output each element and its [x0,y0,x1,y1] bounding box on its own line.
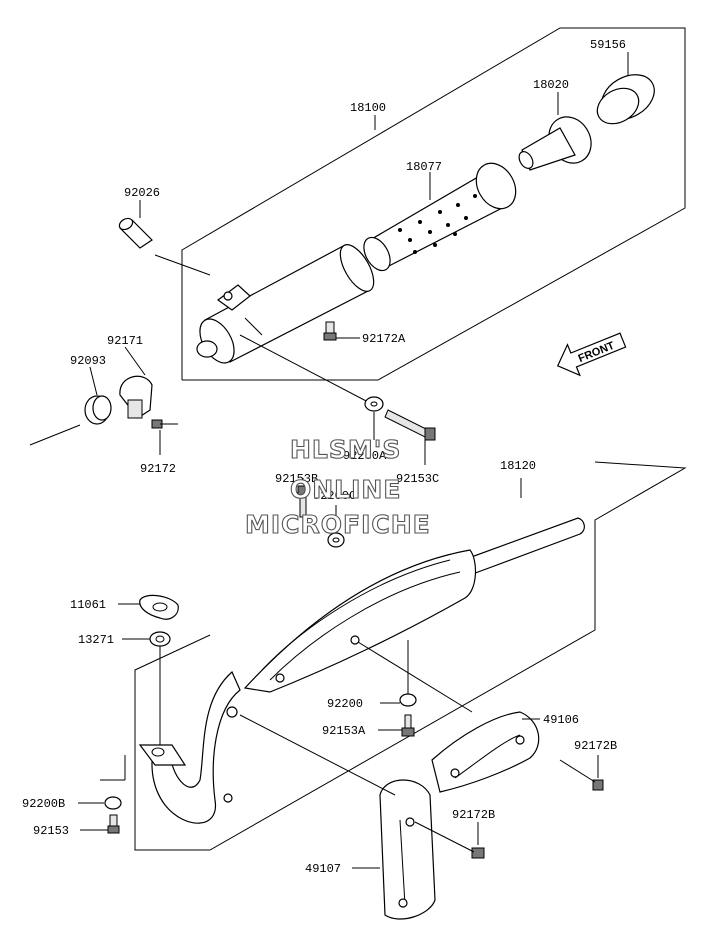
label-92200: 92200 [327,697,363,711]
part-18120-exhaust-pipe[interactable] [138,517,585,824]
label-92172B-lower: 92172B [452,808,495,822]
watermark-line-2: ONLINE [290,475,401,504]
part-92200-washer[interactable] [380,640,417,707]
part-92200B-washer[interactable] [78,796,122,810]
part-49107-heat-guard[interactable] [352,779,436,920]
label-92153C: 92153C [396,472,439,486]
part-92171-clamp[interactable] [119,346,153,419]
part-49106-heat-guard[interactable] [431,711,540,793]
label-11061: 11061 [70,598,106,612]
part-92026-collar[interactable] [117,200,153,249]
label-92153B: 92153B [275,472,318,486]
part-18077-perforated-core[interactable] [358,156,523,275]
label-92200C: 92200C [313,489,356,503]
part-59156-end-cap[interactable] [591,52,662,131]
muffler-leader-lines [154,254,371,404]
label-92200A: 92200A [343,449,387,463]
label-13271: 13271 [78,633,114,647]
label-18120: 18120 [500,459,536,473]
label-18100: 18100 [350,101,386,115]
label-18077: 18077 [406,160,442,174]
muffler-assembly-frame [181,27,686,381]
part-13271-ring[interactable] [122,631,171,745]
label-92172: 92172 [140,462,176,476]
lower-guard-leader [239,714,396,796]
label-92093: 92093 [70,354,106,368]
part-92153C-bolt[interactable] [384,409,436,465]
part-92153B-bolt[interactable] [297,478,309,518]
exhaust-pipe-frame [100,461,687,851]
label-92026: 92026 [124,186,160,200]
part-92153-bolt[interactable] [80,814,120,834]
label-92171: 92171 [107,334,143,348]
part-18100-muffler-body[interactable] [193,239,381,368]
part-11061-gasket[interactable] [118,594,179,620]
part-18020-tail-pipe[interactable] [516,92,599,171]
part-92172B-lower-screw[interactable] [414,821,485,859]
part-92172-screw[interactable] [151,419,178,455]
watermark: HLSM'S ONLINE MICROFICHE [244,434,431,539]
label-49106: 49106 [543,713,579,727]
part-92153A-bolt[interactable] [378,714,415,737]
part-92172A-bolt[interactable] [323,321,360,341]
part-92093-grommet[interactable] [84,366,112,425]
label-92200B: 92200B [22,797,65,811]
label-92153: 92153 [33,824,69,838]
label-92172B-upper: 92172B [574,739,617,753]
part-number-labels: 59156 18020 18100 18077 92026 92172A 921… [22,38,626,876]
front-direction-arrow: FRONT [556,332,627,377]
part-92200A-washer[interactable] [364,396,384,440]
label-92153A: 92153A [322,724,366,738]
label-49107: 49107 [305,862,341,876]
part-92200C-washer[interactable] [327,505,345,548]
clamp-leader [29,424,81,446]
watermark-line-3: MICROFICHE [245,510,431,539]
watermark-line-1: HLSM'S [290,435,401,464]
label-92172A: 92172A [362,332,406,346]
pipe-guard-leader [357,641,473,713]
label-59156: 59156 [590,38,626,52]
part-92172B-upper-screw[interactable] [559,755,604,791]
label-18020: 18020 [533,78,569,92]
